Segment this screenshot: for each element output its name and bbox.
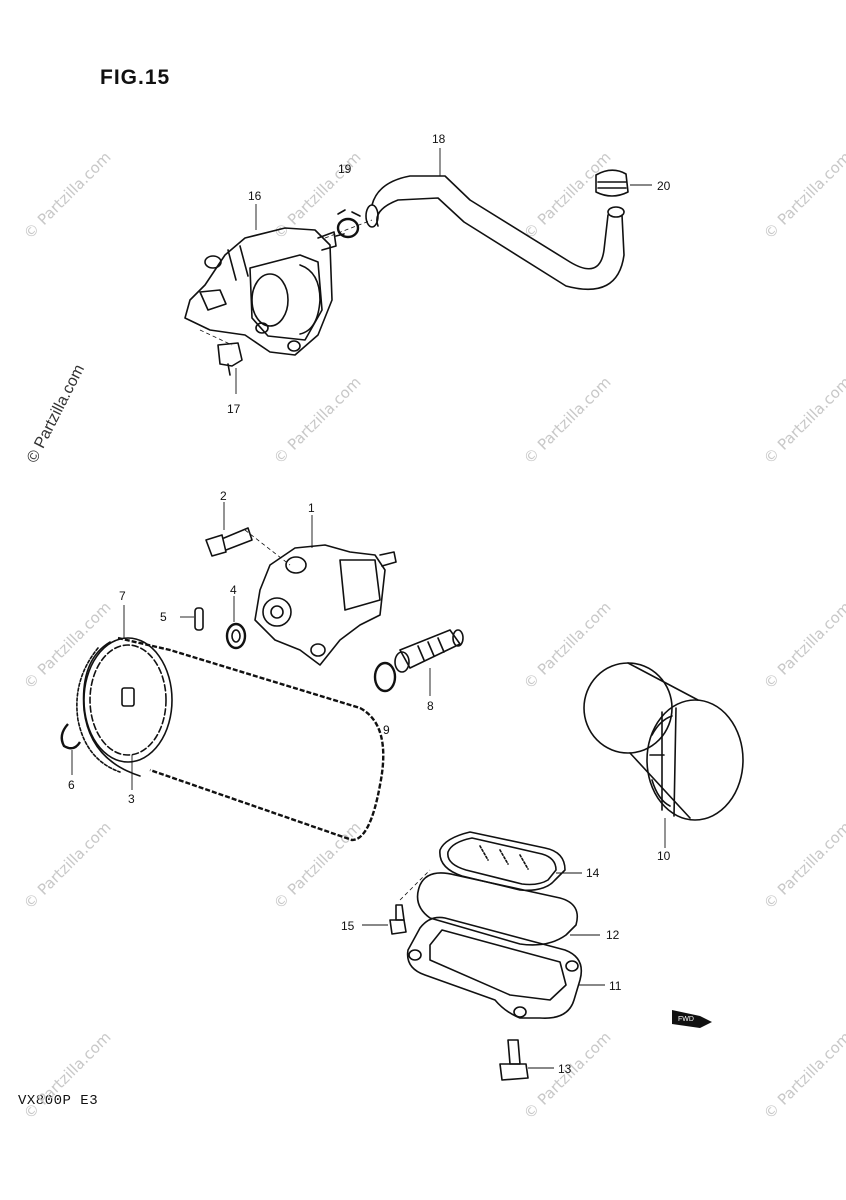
callout-2: 2 — [220, 489, 227, 503]
pump-assembly-16 — [184, 227, 345, 356]
bolt-17 — [199, 329, 243, 394]
callout-20: 20 — [657, 179, 671, 193]
fwd-label: FWD — [678, 1016, 694, 1023]
callout-5: 5 — [160, 610, 167, 624]
oil-filter-10 — [583, 662, 744, 848]
chain-7 — [76, 605, 385, 842]
clamp-19 — [324, 209, 373, 239]
washer-4 — [225, 596, 247, 650]
callout-7: 7 — [119, 589, 126, 603]
callout-13: 13 — [558, 1062, 572, 1076]
callout-18: 18 — [432, 132, 446, 146]
callout-14: 14 — [586, 866, 600, 880]
clamp-20 — [595, 169, 652, 197]
callout-16: 16 — [248, 189, 262, 203]
gasket-14 — [439, 831, 582, 892]
callout-6: 6 — [68, 778, 75, 792]
callout-11: 11 — [609, 979, 622, 993]
callout-labels: 1 2 3 4 5 6 7 8 9 10 11 12 13 14 15 16 1… — [68, 132, 671, 1076]
hose-18 — [365, 148, 625, 291]
callout-15: 15 — [341, 919, 355, 933]
oil-pump-1 — [244, 515, 397, 666]
model-code: VX800P E3 — [18, 1093, 99, 1109]
bolt-2 — [205, 502, 253, 557]
sprocket-3 — [83, 637, 173, 790]
callout-1: 1 — [308, 501, 315, 515]
strainer-8 — [394, 629, 464, 696]
o-ring-9 — [373, 661, 397, 693]
pin-5 — [180, 607, 204, 631]
callout-9: 9 — [383, 723, 390, 737]
bolt-13 — [499, 1039, 554, 1081]
callout-19: 19 — [338, 162, 352, 176]
fwd-arrow-icon: FWD — [672, 1010, 712, 1028]
callout-4: 4 — [230, 583, 237, 597]
callout-12: 12 — [606, 928, 620, 942]
callout-3: 3 — [128, 792, 135, 806]
callout-8: 8 — [427, 699, 434, 713]
circlip-6 — [60, 723, 82, 775]
oil-pan-cover-11 — [406, 916, 605, 1019]
callout-10: 10 — [657, 849, 671, 863]
figure-title: FIG.15 — [100, 66, 171, 89]
gasket-12 — [416, 872, 600, 946]
callout-17: 17 — [227, 402, 241, 416]
bolt-15 — [362, 869, 431, 935]
